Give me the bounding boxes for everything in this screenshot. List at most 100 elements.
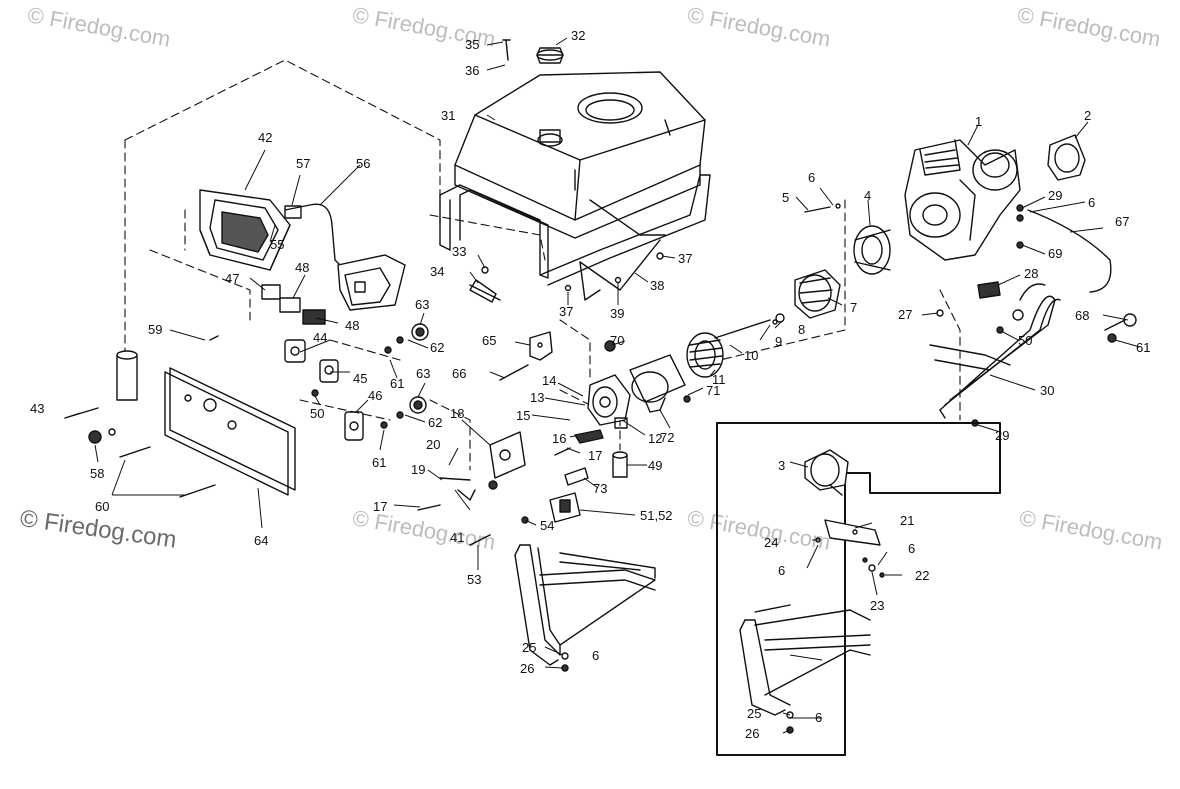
callout-label: 72 xyxy=(660,430,674,445)
callout-label: 12 xyxy=(648,431,662,446)
callout-label: 35 xyxy=(465,37,479,52)
callout-label: 64 xyxy=(254,533,268,548)
bolt-60a xyxy=(119,446,151,458)
callout-label: 29 xyxy=(1048,188,1062,203)
callout-label: 65 xyxy=(482,333,496,348)
callout-label: 62 xyxy=(428,415,442,430)
receptacle-46 xyxy=(344,411,364,441)
callout-label: 25 xyxy=(522,640,536,655)
callout-label: 44 xyxy=(313,330,327,345)
nut-58 xyxy=(88,430,102,444)
wire-harness xyxy=(284,203,406,311)
callout-label: 17 xyxy=(588,448,602,463)
stator-housing xyxy=(629,354,686,413)
inset-detail xyxy=(739,449,885,734)
callout-label: 71 xyxy=(706,383,720,398)
spacer-49 xyxy=(612,451,628,478)
callout-label: 63 xyxy=(415,297,429,312)
callout-label: 58 xyxy=(90,466,104,481)
callout-label: 31 xyxy=(441,108,455,123)
callout-label: 50 xyxy=(1018,333,1032,348)
callout-label: 59 xyxy=(148,322,162,337)
callout-label: 60 xyxy=(95,499,109,514)
screw-35 xyxy=(502,39,511,61)
callout-label: 62 xyxy=(430,340,444,355)
component-47 xyxy=(261,284,281,300)
callout-label: 61 xyxy=(372,455,386,470)
control-panel-plate xyxy=(164,367,296,496)
callout-label: 66 xyxy=(452,366,466,381)
callout-label: 37 xyxy=(559,304,573,319)
callout-label: 10 xyxy=(744,348,758,363)
frame-handle-right xyxy=(929,295,1061,419)
wire-67 xyxy=(1027,209,1112,293)
callout-label: 6 xyxy=(592,648,599,663)
callout-label: 61 xyxy=(390,376,404,391)
callout-label: 18 xyxy=(450,406,464,421)
callout-label: 8 xyxy=(798,322,805,337)
callout-label: 7 xyxy=(850,300,857,315)
callout-label: 9 xyxy=(775,334,782,349)
callout-label: 51,52 xyxy=(640,508,673,523)
air-cleaner xyxy=(1047,134,1086,181)
callout-label: 26 xyxy=(745,726,759,741)
callout-label: 69 xyxy=(1048,246,1062,261)
callout-label: 61 xyxy=(1136,340,1150,355)
callout-label: 32 xyxy=(571,28,585,43)
engine xyxy=(904,139,1021,261)
callout-label: 6 xyxy=(908,541,915,556)
callout-label: 38 xyxy=(650,278,664,293)
cylinder-part xyxy=(116,350,138,401)
rectifier xyxy=(549,492,581,523)
callout-label: 23 xyxy=(870,598,884,613)
callout-label: 48 xyxy=(295,260,309,275)
callout-label: 30 xyxy=(1040,383,1054,398)
end-bell xyxy=(587,374,631,429)
callout-label: 70 xyxy=(610,333,624,348)
callout-label: 6 xyxy=(1088,195,1095,210)
callout-label: 56 xyxy=(356,156,370,171)
thru-bolt xyxy=(714,319,771,339)
callout-label: 6 xyxy=(808,170,815,185)
callout-label: 19 xyxy=(411,462,425,477)
callout-label: 6 xyxy=(815,710,822,725)
callout-label: 50 xyxy=(310,406,324,421)
receptacle-45 xyxy=(319,359,339,383)
callout-label: 43 xyxy=(30,401,44,416)
bracket-28 xyxy=(977,281,1001,299)
callout-label: 15 xyxy=(516,408,530,423)
callout-label: 45 xyxy=(353,371,367,386)
fuel-fitting xyxy=(469,266,501,303)
callout-label: 42 xyxy=(258,130,272,145)
callout-label: 29 xyxy=(995,428,1009,443)
callout-label: 25 xyxy=(747,706,761,721)
callout-label: 33 xyxy=(452,244,466,259)
component-48b xyxy=(302,309,326,325)
callout-label: 53 xyxy=(467,572,481,587)
callout-label: 24 xyxy=(764,535,778,550)
frame-base xyxy=(514,544,656,666)
callout-label: 34 xyxy=(430,264,444,279)
callout-label: 13 xyxy=(530,390,544,405)
callout-label: 68 xyxy=(1075,308,1089,323)
callout-label: 6 xyxy=(778,563,785,578)
bolt-60b xyxy=(179,484,216,498)
brush-plate xyxy=(489,431,526,479)
stator xyxy=(686,332,724,378)
callout-label: 49 xyxy=(648,458,662,473)
callout-label: 27 xyxy=(898,307,912,322)
callout-label: 14 xyxy=(542,373,556,388)
callout-label: 39 xyxy=(610,306,624,321)
callout-label: 17 xyxy=(373,499,387,514)
callout-label: 47 xyxy=(225,271,239,286)
callout-label: 57 xyxy=(296,156,310,171)
terminal-73 xyxy=(564,467,589,486)
fuel-cap xyxy=(536,47,564,64)
callout-label: 36 xyxy=(465,63,479,78)
callout-label: 48 xyxy=(345,318,359,333)
callout-label: 16 xyxy=(552,431,566,446)
callout-label: 20 xyxy=(426,437,440,452)
callout-label: 55 xyxy=(270,237,284,252)
tank-frame xyxy=(439,174,711,301)
